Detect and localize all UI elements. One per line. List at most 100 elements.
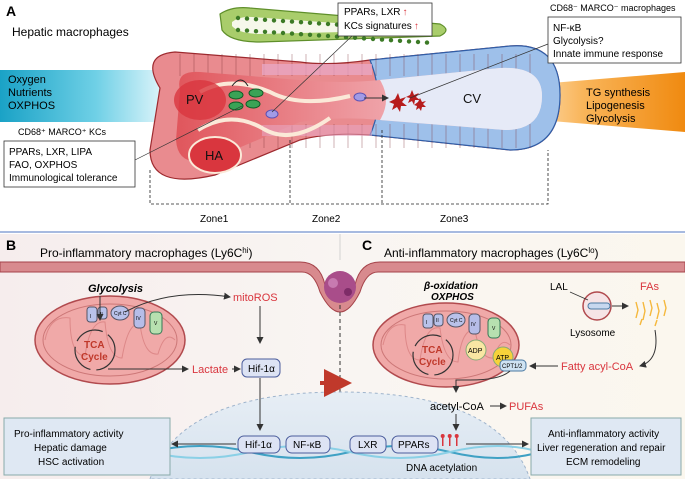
vessel-cell-dot <box>280 30 286 36</box>
complex-v-b: V <box>154 321 158 327</box>
hif-box <box>241 358 281 378</box>
panel-a-letter: A <box>6 3 16 19</box>
outcome-b-3: HSC activation <box>38 457 104 468</box>
lxr-box <box>349 435 387 454</box>
zone2-label: Zone2 <box>312 214 341 225</box>
vessel-cell-dot <box>406 39 412 44</box>
outcome-c-2: Liver regeneration and repair <box>537 443 666 454</box>
lactate-label: Lactate <box>192 364 228 376</box>
debris-particle <box>324 271 356 303</box>
zone1-label: Zone1 <box>200 214 229 225</box>
panel-b: B Pro-inflammatory macrophages (Ly6Chi) … <box>3 237 331 476</box>
panel-b-title: Pro-inflammatory macrophages (Ly6Chi) <box>40 246 253 260</box>
nfkb-box <box>285 435 331 454</box>
pv-label: PV <box>186 92 204 107</box>
vessel-cell-dot <box>289 31 295 36</box>
lysosome <box>582 291 612 321</box>
vessel-cell-dot <box>235 15 241 21</box>
ppars-label: PPARs <box>398 440 430 451</box>
vessel-cell-dot <box>271 18 277 23</box>
adp-label: ADP <box>468 348 483 355</box>
complex-ii-c: II <box>436 318 439 324</box>
panel-c: C Anti-inflammatory macrophages (Ly6Clo)… <box>349 237 682 476</box>
panel-c-title: Anti-inflammatory macrophages (Ly6Clo) <box>384 246 599 260</box>
lysosome-label: Lysosome <box>570 328 616 339</box>
panel-b-letter: B <box>6 237 16 253</box>
vessel-cell-dot <box>316 33 322 38</box>
mac-box <box>547 16 682 64</box>
hif-nuc-label: Hif-1α <box>245 440 272 451</box>
vessel-cell-dot <box>253 17 259 22</box>
mitochondrion-c: I II Cyt C IV V TCA Cycle ADP ATP CPT1/2 <box>372 302 527 388</box>
kc-box-line3: Immunological tolerance <box>9 173 118 184</box>
tca-c-1: TCA <box>422 345 443 356</box>
tg-synthesis-label: TG synthesis <box>586 87 651 99</box>
vessel-cell-dot <box>307 20 313 25</box>
cv-label: CV <box>463 91 481 106</box>
fatty-acyl-label: Fatty acyl-CoA <box>561 361 634 373</box>
vessel-cell-dot <box>253 29 259 34</box>
outcome-b-2: Hepatic damage <box>34 443 107 454</box>
complex-iv-c: IV <box>471 322 476 328</box>
lal-label: LAL <box>550 282 568 293</box>
top-box <box>337 2 433 37</box>
panel-c-letter: C <box>362 237 372 253</box>
vessel-cell-dot <box>370 36 376 42</box>
mitochondrion-b: I II Cyt C IV V TCA Cycle <box>34 295 186 385</box>
glycolysis-b: Glycolysis <box>88 283 143 295</box>
dna-acetylation-label: DNA acetylation <box>406 463 477 474</box>
outcome-c-1: Anti-inflammatory activity <box>548 429 659 440</box>
complex-i-b: I <box>90 314 91 320</box>
zone3-label: Zone3 <box>440 214 469 225</box>
zone-brackets <box>149 130 549 205</box>
mac-label: CD68⁻ MARCO⁻ macrophages <box>550 3 676 13</box>
fatty-acids <box>635 299 667 327</box>
fas-label: FAs <box>640 281 659 293</box>
oxphos-label: OXPHOS <box>8 100 55 112</box>
vessel-cell-dot <box>352 35 358 40</box>
vessel-cell-dot <box>298 32 304 37</box>
acetylation-marks <box>440 434 459 446</box>
ha-label: HA <box>205 148 223 163</box>
vessel-cell-dot <box>235 27 241 33</box>
outcome-c-3: ECM remodeling <box>566 457 640 468</box>
acetyl-coa-label: acetyl-CoA <box>430 401 484 413</box>
vessel-cell-dot <box>388 38 394 43</box>
nutrients-label: Nutrients <box>8 87 53 99</box>
mac-box-line3: Innate immune response <box>553 49 664 60</box>
vessel-cell-dot <box>316 21 322 26</box>
cytc-c: Cyt C <box>450 318 463 324</box>
pufas-label: PUFAs <box>509 401 544 413</box>
oxphos-c-label: OXPHOS <box>431 292 474 303</box>
mitoros-label: mitoROS <box>233 292 278 304</box>
tca-b-2: Cycle <box>81 352 108 363</box>
atp-label: ATP <box>496 355 509 362</box>
kc-box-line2: FAO, OXPHOS <box>9 160 78 171</box>
vessel-cell-dot <box>262 17 268 22</box>
mac-box-line1: NF-κB <box>553 23 582 34</box>
oxygen-label: Oxygen <box>8 74 46 86</box>
outcome-b-1: Pro-inflammatory activity <box>14 429 123 440</box>
tca-b-1: TCA <box>84 340 105 351</box>
vessel-cell-dot <box>325 33 331 39</box>
vessel-cell-dot <box>397 38 403 43</box>
panel-a-title: Hepatic macrophages <box>12 25 129 39</box>
vessel-cell-dot <box>271 30 277 35</box>
vessel-cell-dot <box>325 21 331 27</box>
kc-label: CD68⁺ MARCO⁺ KCs <box>18 127 107 137</box>
glycolysis-label: Glycolysis <box>586 113 636 125</box>
tca-c-2: Cycle <box>419 357 446 368</box>
vessel-cell-dot <box>361 36 367 41</box>
top-box-line1: PPARs, LXR↑ <box>344 7 408 18</box>
vessel-cell-dot <box>262 29 268 34</box>
kupffer-cells <box>228 79 367 119</box>
vessel-cell-dot <box>307 32 313 37</box>
ppars-box <box>391 435 439 454</box>
complex-iv-b: IV <box>136 316 141 322</box>
complex-v-c: V <box>492 326 496 332</box>
nfkb-label: NF-κB <box>293 440 322 451</box>
vessel-cell-dot <box>379 37 385 42</box>
outcome-box-b <box>3 417 171 476</box>
